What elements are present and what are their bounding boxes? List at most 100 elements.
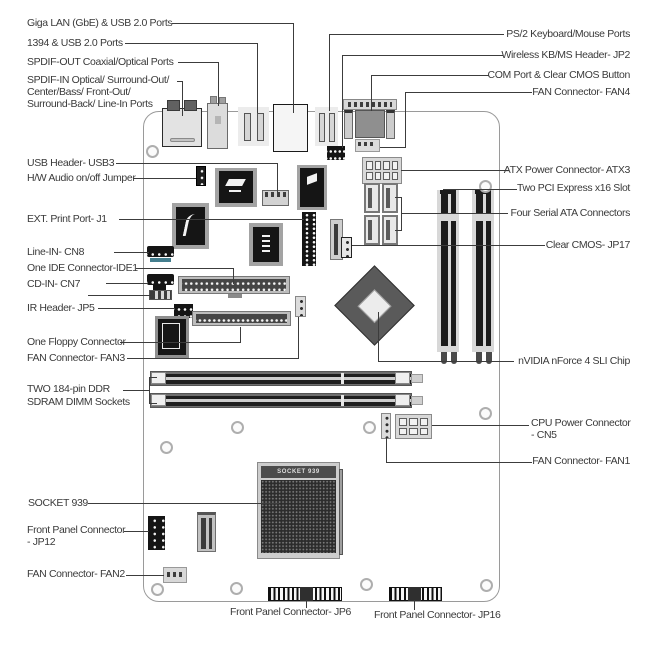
ps2-port-icon xyxy=(329,113,335,142)
atx3-pin-grid xyxy=(363,158,401,183)
cn7-cd-in-connector xyxy=(147,274,174,285)
leader-line xyxy=(182,81,184,116)
leader-line xyxy=(401,213,508,215)
pin-hole xyxy=(419,418,428,426)
com-dsub-body xyxy=(355,110,385,138)
leader-line xyxy=(106,283,148,285)
fan4-pins xyxy=(358,142,376,146)
label-line-in: Line-IN- CN8 xyxy=(27,246,85,258)
dimm-slot-1 xyxy=(150,371,412,386)
leader-line xyxy=(125,43,257,45)
leader-line xyxy=(277,163,279,194)
label-com-port: COM Port & Clear CMOS Button xyxy=(487,69,631,81)
fan1-header xyxy=(381,413,391,439)
pin-hole xyxy=(409,418,418,426)
label-dimm-line1: TWO 184-pin DDR xyxy=(27,383,110,395)
usb-port-icon xyxy=(244,113,251,141)
superio-chip xyxy=(176,207,205,245)
leader-line xyxy=(371,75,373,111)
leader-line xyxy=(386,438,388,463)
pin-hole xyxy=(366,171,373,180)
pin-hole xyxy=(409,427,418,435)
leader-line xyxy=(352,245,545,247)
label-giga-lan: Giga LAN (GbE) & USB 2.0 Ports xyxy=(27,17,173,29)
jp12-front-panel-header xyxy=(148,516,165,550)
leader-line xyxy=(233,268,235,284)
dimm1-latch-right xyxy=(395,372,410,384)
codec-chip xyxy=(300,168,324,207)
leader-line xyxy=(149,377,157,379)
via-logo-underline xyxy=(229,190,241,192)
cn5-pin-grid xyxy=(396,415,431,438)
label-sata: Four Serial ATA Connectors xyxy=(510,207,631,219)
com-screw-post xyxy=(344,110,353,139)
dimm2-latch-tab xyxy=(411,396,423,405)
ide1-key-tab xyxy=(228,294,242,298)
leader-line xyxy=(395,230,402,232)
leader-line xyxy=(119,219,304,221)
ide1-pin-field xyxy=(182,279,286,291)
ps2-port-icon xyxy=(319,113,325,142)
sata-connector xyxy=(382,183,398,213)
pcie-slot2-foot xyxy=(486,352,492,364)
leader-line xyxy=(401,197,403,231)
leader-line xyxy=(380,147,406,149)
label-jp6: Front Panel Connector- JP6 xyxy=(230,606,352,618)
label-dimm: TWO 184-pin DDR SDRAM DIMM Sockets xyxy=(27,383,130,409)
pin-hole xyxy=(391,161,398,170)
leader-line xyxy=(88,503,279,505)
leader-line xyxy=(329,34,504,36)
usb3-header-pins xyxy=(265,192,286,197)
label-cn5: CPU Power Connector - CN5 xyxy=(531,417,631,441)
dimm2-latch-right xyxy=(395,394,410,406)
label-usb3-header: USB Header- USB3 xyxy=(27,157,115,169)
label-pcie: Two PCI Express x16 Slot xyxy=(517,182,630,194)
pin-hole xyxy=(383,171,390,180)
label-cn5-line2: - CN5 xyxy=(531,429,557,441)
label-floppy: One Floppy Connector xyxy=(27,336,126,348)
spdif-divider xyxy=(215,116,221,124)
spdif-port-icon xyxy=(210,96,217,104)
mounting-hole xyxy=(150,582,164,596)
leader-line xyxy=(120,342,241,344)
leader-line xyxy=(306,600,308,608)
pin-hole xyxy=(366,161,373,170)
cn7-tab xyxy=(153,285,166,290)
floppy-pin-field xyxy=(196,314,287,323)
pin-hole xyxy=(383,161,390,170)
label-jp12: Front Panel Connector - JP12 xyxy=(27,524,126,548)
com-screw-post xyxy=(386,110,395,139)
msi-logo xyxy=(162,323,180,349)
leader-line xyxy=(172,23,293,25)
pin-hole xyxy=(399,418,408,426)
label-cn5-line1: CPU Power Connector xyxy=(531,417,631,429)
label-jp12-line1: Front Panel Connector xyxy=(27,524,126,536)
label-jp17: Clear CMOS- JP17 xyxy=(545,239,631,251)
label-jp12-line2: - JP12 xyxy=(27,536,56,548)
leader-line xyxy=(149,377,151,404)
leader-line xyxy=(88,295,151,297)
mounting-hole xyxy=(229,581,243,595)
fan2-pins xyxy=(167,572,183,577)
leader-line xyxy=(342,55,344,148)
audio-slot-icon xyxy=(170,138,195,142)
leader-line xyxy=(371,75,489,77)
cn8-teal-base xyxy=(150,258,171,262)
label-jp16: Front Panel Connector- JP16 xyxy=(374,609,501,621)
leader-line xyxy=(218,62,220,106)
usb-port-icon xyxy=(257,113,264,141)
leader-line xyxy=(126,575,164,577)
sata-connector xyxy=(364,183,380,213)
leader-line xyxy=(443,189,517,191)
mounting-hole xyxy=(359,577,373,591)
ite-logo xyxy=(262,245,270,247)
mounting-hole xyxy=(478,406,492,420)
leader-line xyxy=(257,43,259,113)
ite-logo xyxy=(262,235,270,237)
label-jp2: Wireless KB/MS Header- JP2 xyxy=(501,49,630,61)
label-spdif-in: SPDIF-IN Optical/ Surround-Out/ Center/B… xyxy=(27,74,169,110)
label-fan4: FAN Connector- FAN4 xyxy=(532,86,630,98)
fan3-header xyxy=(295,296,306,317)
leader-line xyxy=(386,462,532,464)
leader-line xyxy=(127,358,299,360)
